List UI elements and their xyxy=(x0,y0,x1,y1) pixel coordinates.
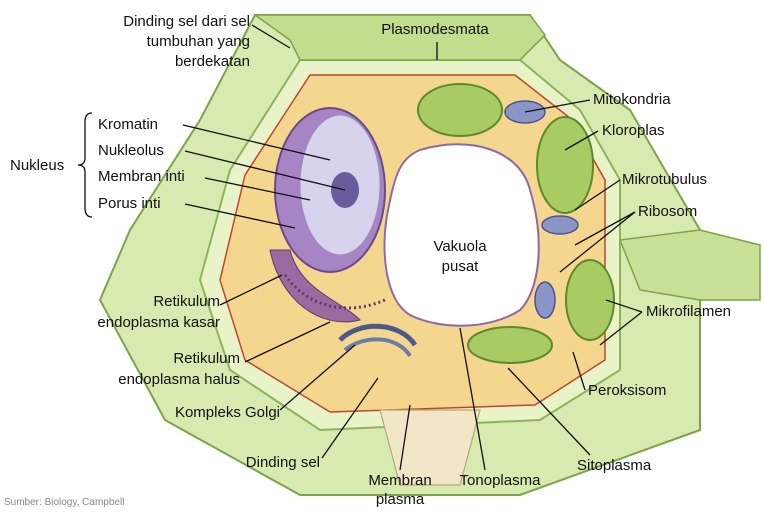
chloroplast-bottom xyxy=(468,327,552,363)
label-peroksisom: Peroksisom xyxy=(588,382,666,400)
label-kloroplas: Kloroplas xyxy=(602,122,665,140)
neighbor-wall-right xyxy=(620,230,760,300)
label-dinding-tetangga-2: tumbuhan yang xyxy=(60,33,250,51)
label-nukleolus: Nukleolus xyxy=(98,142,164,160)
label-vakuola-1: Vakuola xyxy=(410,238,510,256)
label-dinding-sel: Dinding sel xyxy=(200,454,320,472)
label-rek-halus-2: endoplasma halus xyxy=(80,371,240,389)
chloroplast-top xyxy=(418,84,502,136)
label-plasmodesmata: Plasmodesmata xyxy=(360,21,510,39)
label-kromatin: Kromatin xyxy=(98,116,158,134)
chloroplast-right xyxy=(537,117,593,213)
mitochondrion-2 xyxy=(542,216,578,234)
label-nukleus: Nukleus xyxy=(10,157,64,175)
label-sitoplasma: Sitoplasma xyxy=(577,457,651,475)
label-mikrofilamen: Mikrofilamen xyxy=(646,303,731,321)
label-rek-kasar-1: Retikulum xyxy=(80,293,220,311)
label-mitokondria: Mitokondria xyxy=(593,91,671,109)
label-membran-inti: Membran inti xyxy=(98,168,185,186)
mitochondrion-3 xyxy=(535,282,555,318)
label-membran-plasma-2: plasma xyxy=(340,491,460,509)
label-dinding-tetangga-3: berdekatan xyxy=(60,53,250,71)
source-note: Sumber: Biology, Campbell xyxy=(4,497,124,508)
label-vakuola-2: pusat xyxy=(410,258,510,276)
label-rek-halus-1: Retikulum xyxy=(80,350,240,368)
nukleus-brace xyxy=(78,113,92,217)
central-vacuole xyxy=(384,144,538,325)
label-tonoplasma: Tonoplasma xyxy=(440,472,560,490)
label-mikrotubulus: Mikrotubulus xyxy=(622,171,707,189)
label-rek-kasar-2: endoplasma kasar xyxy=(80,314,220,332)
label-kompleks-golgi: Kompleks Golgi xyxy=(120,404,280,422)
label-ribosom: Ribosom xyxy=(638,203,697,221)
label-porus-inti: Porus inti xyxy=(98,195,161,213)
label-dinding-tetangga-1: Dinding sel dari sel xyxy=(60,13,250,31)
